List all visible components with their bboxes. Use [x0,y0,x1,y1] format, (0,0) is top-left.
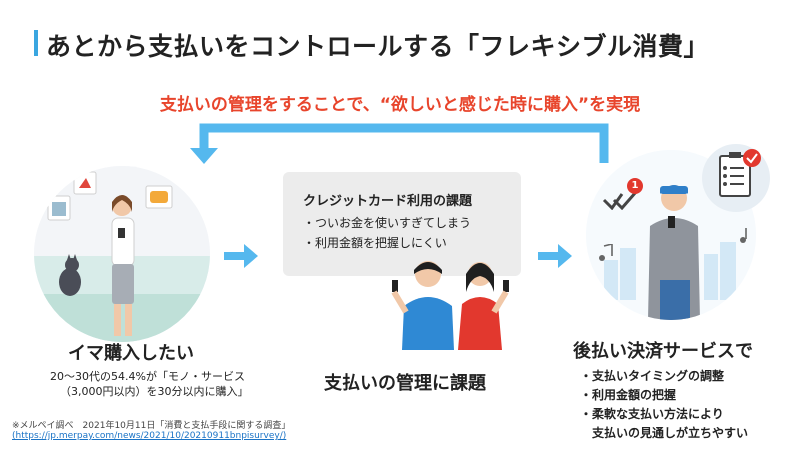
card-item: ・利用金額を把握しにくい [303,236,447,250]
left-description: 20～30代の54.4%が「モノ・サービス [50,370,245,383]
arrow-right-icon [538,244,572,268]
page-title: あとから支払いをコントロールする「フレキシブル消費」 [46,32,710,61]
arrow-right-icon [224,244,258,268]
checklist-icon [702,144,770,212]
credit-card-issues-card: クレジットカード利用の課題 ・ついお金を使いすぎてしまう ・利用金額を把握しにく… [283,172,521,276]
notification-badge: 1 [627,178,643,194]
shirt-icon [52,202,66,216]
cycle-arrow-head [190,148,218,164]
bnpl-user-illustration [586,150,756,320]
music-note-icon [599,244,613,261]
title-accent-bar [34,30,38,56]
card-item: ・ついお金を使いすぎてしまう [303,216,472,230]
phone-icon [503,280,509,292]
music-note-icon [740,228,747,243]
check-icon [602,191,638,210]
cat-icon [59,268,81,296]
right-heading: 後払い決済サービスで [573,341,753,362]
shoe-icon [79,178,91,188]
footnote-source: ※メルペイ調べ 2021年10月11日「消費と支払手段に関する調査」 [12,421,291,431]
card-title: クレジットカード利用の課題 [303,194,473,209]
right-list-item: ・支払いタイミングの調整 [580,369,725,383]
left-heading: イマ購入したい [68,343,194,364]
phone-icon [118,228,125,238]
page-subtitle: 支払いの管理をすることで、“欲しいと感じた時に購入”を実現 [159,95,641,115]
left-description: （3,000円以内）を30分以内に購入」 [60,385,249,398]
right-list-item: ・利用金額の把握 [580,388,677,402]
right-list-item: 支払いの見通しが立ちやすい [580,426,749,440]
footnote-link[interactable]: (https://jp.merpay.com/news/2021/10/2021… [12,431,287,441]
bag-icon [150,191,168,203]
center-heading: 支払いの管理に課題 [324,373,486,394]
phone-icon [392,280,398,292]
shopper-illustration [34,166,210,342]
phone-icon [668,216,675,228]
people-illustration [391,261,509,350]
right-list-item: ・柔軟な支払い方法により [580,407,724,421]
